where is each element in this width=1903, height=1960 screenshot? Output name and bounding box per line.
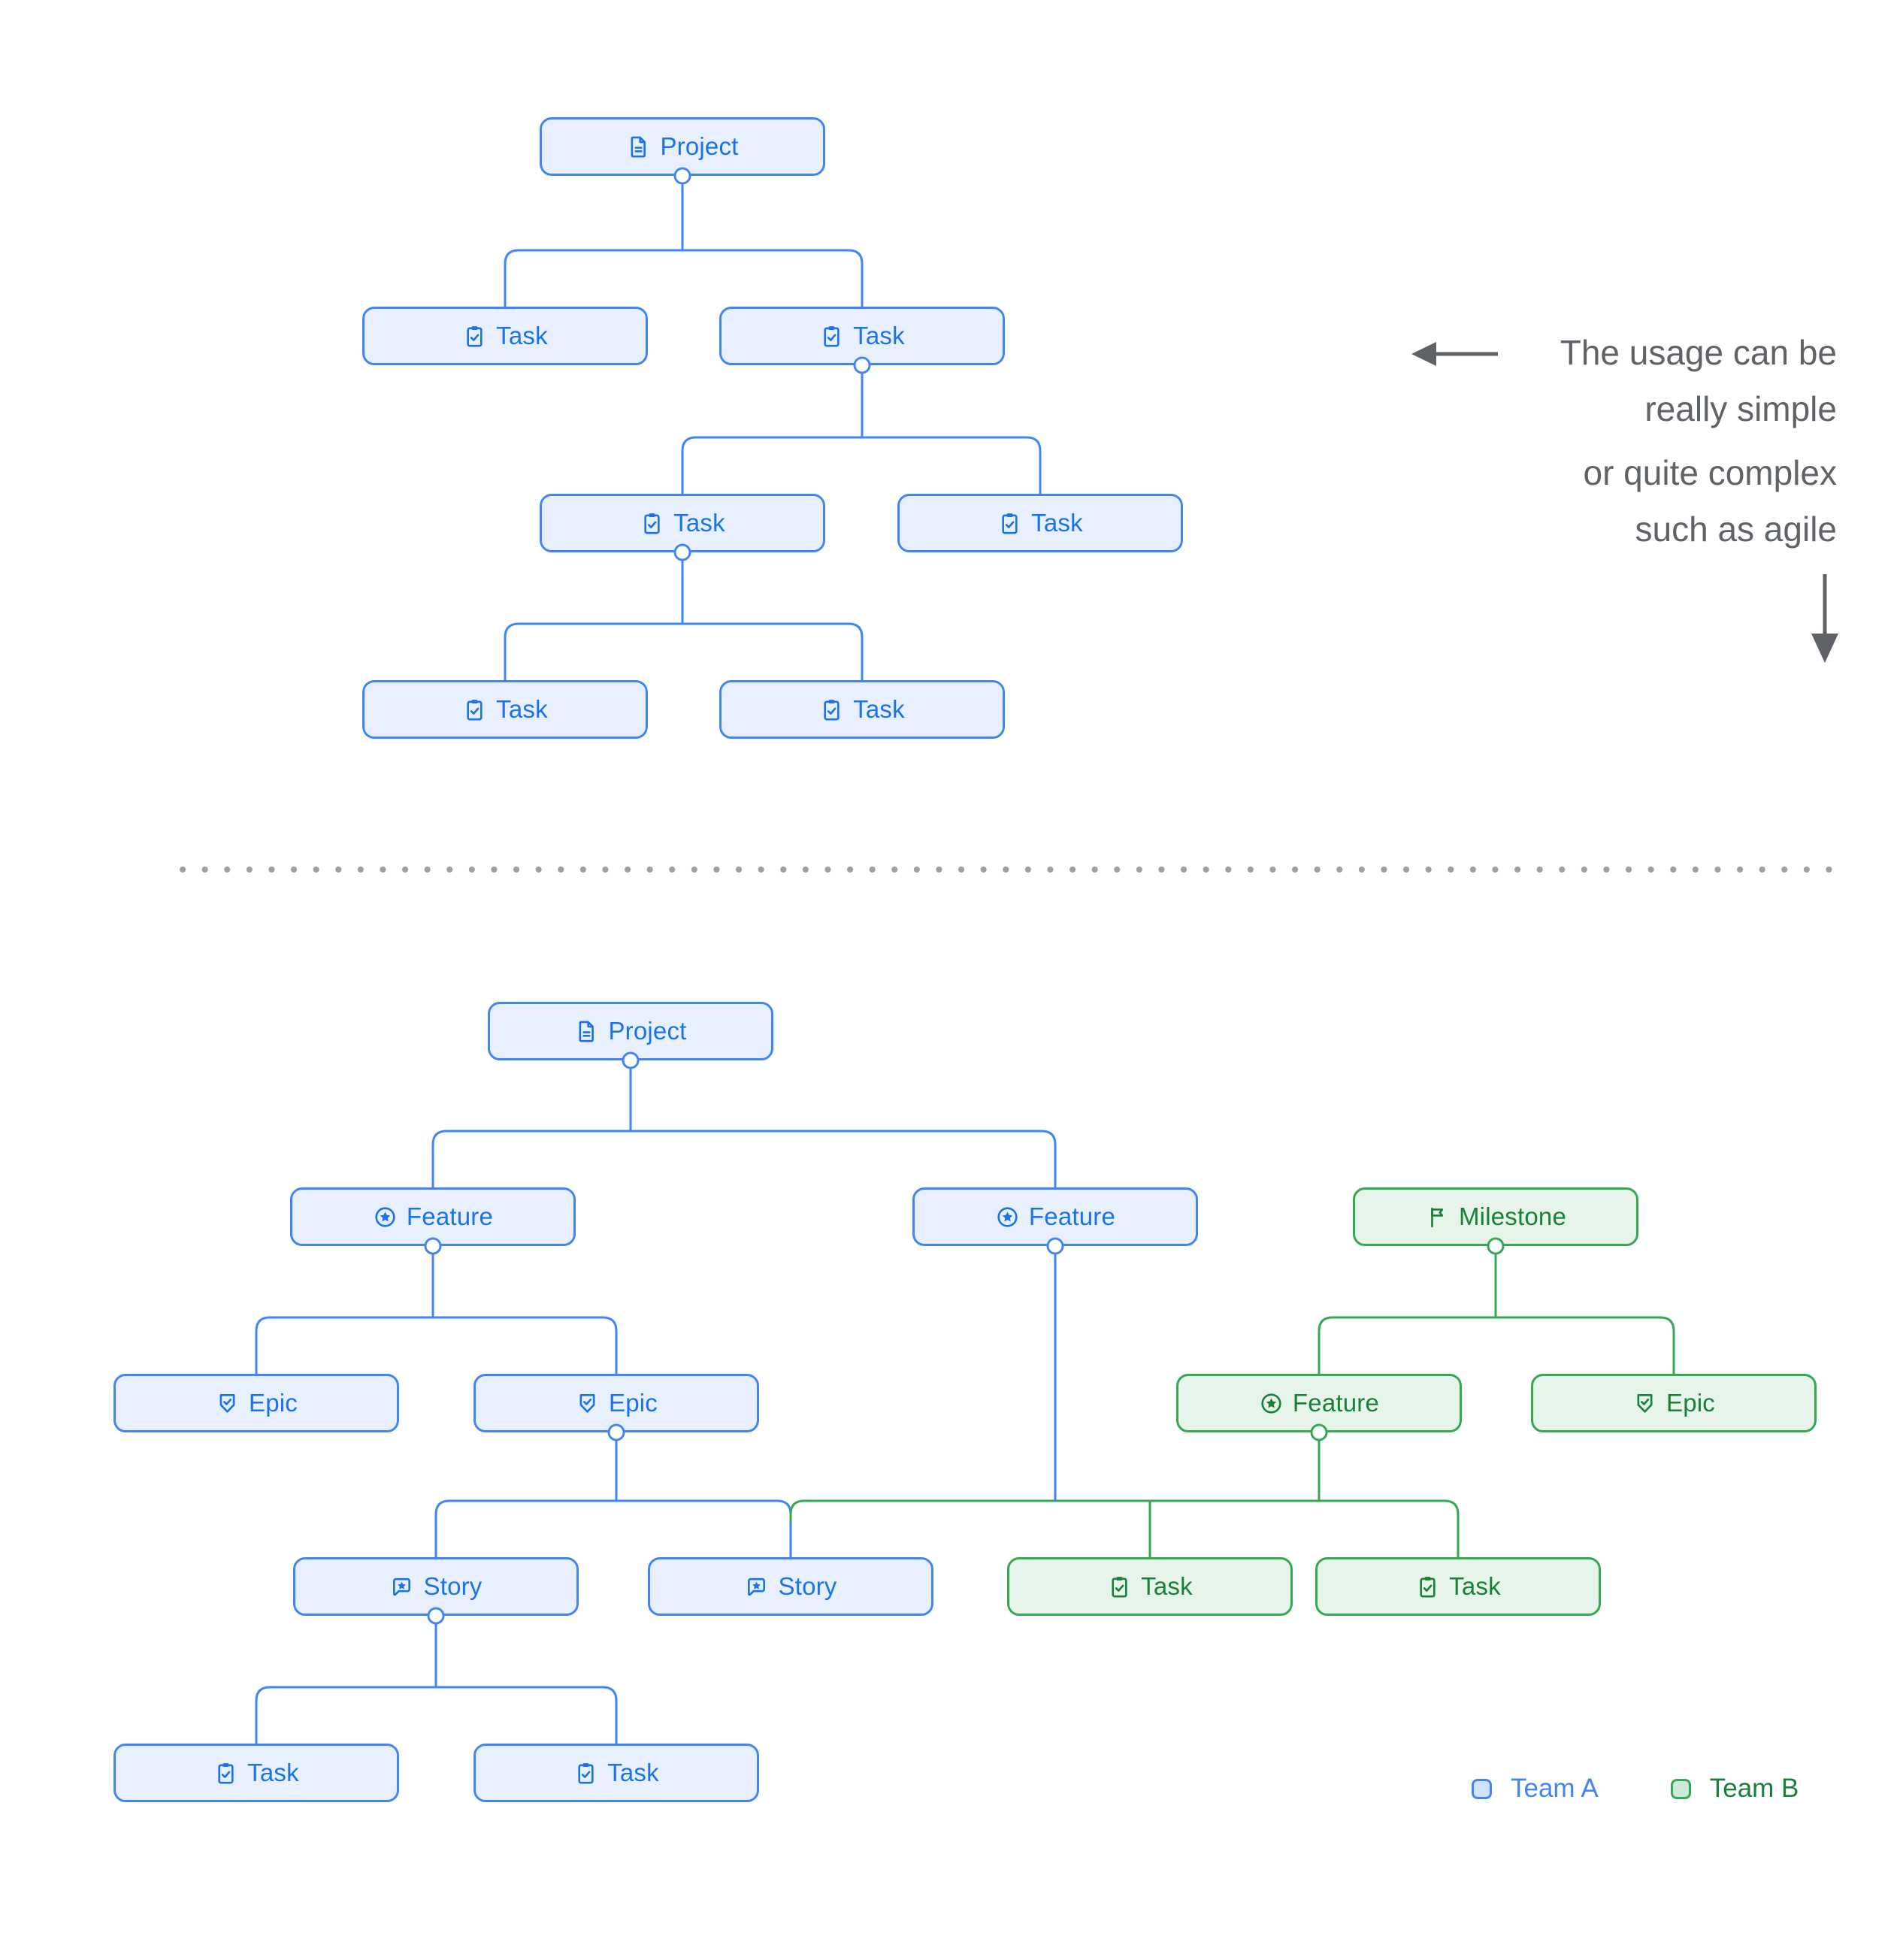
task-icon: [640, 511, 664, 536]
node-label: Task: [496, 695, 548, 723]
epic-icon: [1632, 1391, 1657, 1416]
task-icon: [462, 697, 487, 722]
task-icon: [1107, 1574, 1132, 1599]
node-label: Task: [1449, 1572, 1501, 1600]
node-story-s2: Story: [648, 1557, 933, 1616]
task-icon: [819, 697, 844, 722]
node-epic-e2: Epic: [473, 1374, 759, 1432]
node-label: Task: [853, 322, 905, 349]
legend-item-team-a: Team A: [1472, 1774, 1599, 1804]
node-task-bt2: Task: [473, 1744, 759, 1802]
node-label: Story: [778, 1572, 837, 1600]
annotation-paragraph-2: or quite complex such as agile: [1560, 445, 1838, 558]
node-task-t3: Task: [540, 494, 825, 552]
node-label: Task: [673, 509, 725, 537]
node-feature-f2: Feature: [912, 1187, 1198, 1246]
document-icon: [574, 1019, 599, 1044]
node-label: Task: [607, 1759, 659, 1786]
task-icon: [213, 1761, 238, 1786]
story-icon: [744, 1574, 769, 1599]
node-feature-gf1: Feature: [1176, 1374, 1462, 1432]
annotation-line-4: such as agile: [1635, 510, 1838, 549]
node-task-t4: Task: [897, 494, 1183, 552]
node-label: Epic: [609, 1389, 658, 1417]
node-task-gt2: Task: [1315, 1557, 1601, 1616]
task-icon: [997, 511, 1022, 536]
feature-icon: [1259, 1391, 1284, 1416]
epic-icon: [575, 1391, 600, 1416]
node-label: Feature: [406, 1202, 494, 1230]
team-a-swatch: [1472, 1778, 1492, 1799]
node-task-bt1: Task: [113, 1744, 399, 1802]
node-label: Story: [423, 1572, 483, 1600]
annotation-line-1: The usage can be: [1560, 333, 1837, 372]
task-icon: [1415, 1574, 1440, 1599]
node-story-s1: Story: [293, 1557, 579, 1616]
node-label: Feature: [1028, 1202, 1116, 1230]
epic-icon: [215, 1391, 240, 1416]
node-feature-f1: Feature: [290, 1187, 576, 1246]
annotation: The usage can be really simple or quite …: [1560, 325, 1837, 558]
node-label: Task: [1031, 509, 1083, 537]
node-project-p1: Project: [540, 117, 825, 176]
node-epic-ge1: Epic: [1531, 1374, 1817, 1432]
node-task-t2: Task: [719, 307, 1005, 365]
milestone-icon: [1425, 1205, 1450, 1230]
team-b-label: Team B: [1709, 1774, 1799, 1803]
node-task-t5: Task: [362, 680, 648, 739]
feature-icon: [995, 1205, 1020, 1230]
task-icon: [462, 324, 487, 349]
node-project-p2: Project: [488, 1002, 773, 1060]
node-label: Feature: [1292, 1389, 1380, 1417]
node-label: Task: [247, 1759, 299, 1786]
document-icon: [626, 135, 651, 159]
node-label: Epic: [249, 1389, 298, 1417]
feature-icon: [373, 1205, 398, 1230]
node-label: Project: [608, 1017, 687, 1045]
team-a-label: Team A: [1511, 1774, 1599, 1803]
node-label: Task: [496, 322, 548, 349]
node-epic-e1: Epic: [113, 1374, 399, 1432]
node-task-t1: Task: [362, 307, 648, 365]
team-b-swatch: [1670, 1778, 1691, 1799]
task-icon: [573, 1761, 598, 1786]
node-task-t6: Task: [719, 680, 1005, 739]
task-icon: [819, 324, 844, 349]
node-label: Task: [1141, 1572, 1193, 1600]
node-label: Epic: [1666, 1389, 1715, 1417]
legend: Team A Team B: [1472, 1774, 1799, 1804]
node-label: Project: [660, 132, 739, 160]
node-milestone-m1: Milestone: [1353, 1187, 1638, 1246]
node-task-gt1: Task: [1007, 1557, 1293, 1616]
legend-item-team-b: Team B: [1670, 1774, 1799, 1804]
node-label: Milestone: [1458, 1202, 1567, 1230]
annotation-paragraph-1: The usage can be really simple: [1560, 325, 1837, 437]
story-icon: [389, 1574, 414, 1599]
annotation-line-2: really simple: [1644, 389, 1837, 428]
annotation-line-3: or quite complex: [1583, 453, 1838, 492]
node-label: Task: [853, 695, 905, 723]
